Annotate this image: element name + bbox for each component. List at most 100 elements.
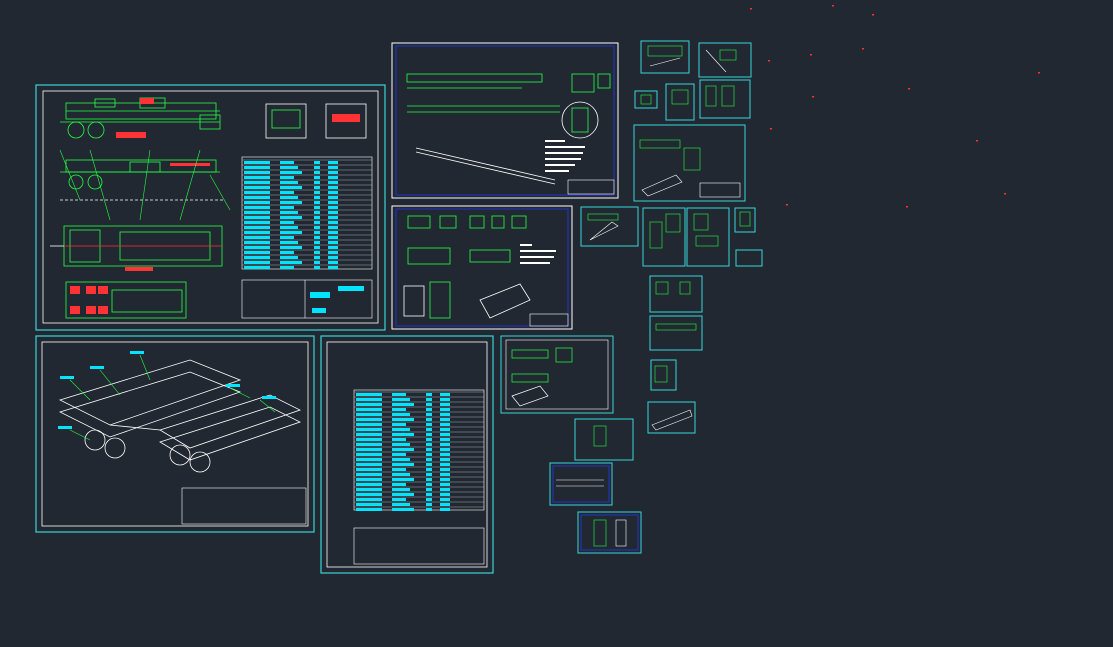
hatch-plan xyxy=(125,267,153,271)
bom-cell xyxy=(244,216,270,219)
bom-cell xyxy=(440,453,450,456)
bom-cell xyxy=(280,206,294,209)
bom-cell xyxy=(426,418,432,421)
title-block xyxy=(567,179,615,195)
bom-cell xyxy=(426,468,432,471)
bom-cell xyxy=(426,458,432,461)
bom-cell xyxy=(328,181,338,184)
bom-cell xyxy=(440,503,450,506)
bom-cell xyxy=(280,201,302,204)
bom-cell xyxy=(280,261,302,264)
bom-cell xyxy=(314,191,320,194)
bom-cell xyxy=(314,161,320,164)
bom-cell xyxy=(440,488,450,491)
bom-cell xyxy=(440,423,450,426)
bom-cell xyxy=(244,231,270,234)
bom-cell xyxy=(244,201,270,204)
bom-cell xyxy=(280,266,294,269)
stray-mark xyxy=(872,14,874,16)
bom-cell xyxy=(392,443,410,446)
side-elevation-mid xyxy=(60,159,225,201)
bom-cell xyxy=(314,166,320,169)
title-block xyxy=(529,313,569,327)
bom-cell xyxy=(426,398,432,401)
sheet-bracket-details[interactable] xyxy=(391,205,573,330)
sheet-small-parts-cluster[interactable] xyxy=(549,40,763,554)
bom-cell xyxy=(356,473,382,476)
bom-cell xyxy=(392,468,406,471)
end-view-right xyxy=(325,103,367,139)
bom-cell xyxy=(440,458,450,461)
isometric-callouts xyxy=(69,354,276,441)
bom-cell xyxy=(392,448,414,451)
bom-cell xyxy=(426,443,432,446)
bom-cell xyxy=(392,488,410,491)
bom-cell xyxy=(244,176,270,179)
hatch-axle-top xyxy=(116,132,146,138)
bom-cell xyxy=(280,231,302,234)
bom-cell xyxy=(426,428,432,431)
stray-mark xyxy=(812,96,814,98)
bom-cell xyxy=(392,423,406,426)
bom-cell xyxy=(426,483,432,486)
bom-cell xyxy=(328,256,338,259)
bom-cell xyxy=(280,256,298,259)
bom-cell xyxy=(328,166,338,169)
bom-cell xyxy=(426,438,432,441)
sheet-frame-side-beam[interactable] xyxy=(391,42,619,199)
bom-cell xyxy=(356,393,382,396)
bom-cell xyxy=(426,493,432,496)
bom-cell xyxy=(392,503,410,506)
bom-cell xyxy=(440,433,450,436)
sheet-crossmember-detail[interactable] xyxy=(500,335,614,414)
bom-rows xyxy=(354,391,484,511)
bom-cell xyxy=(426,453,432,456)
bom-cell xyxy=(426,413,432,416)
bom-cell xyxy=(356,408,382,411)
bom-cell xyxy=(440,408,450,411)
sheet-parts-list[interactable] xyxy=(320,335,494,574)
bom-cell xyxy=(392,483,406,486)
bom-cell xyxy=(426,393,432,396)
bom-cell xyxy=(392,458,410,461)
bom-cell xyxy=(392,493,414,496)
bom-cell xyxy=(392,408,406,411)
plan-view xyxy=(50,225,223,267)
bom-cell xyxy=(244,251,270,254)
bom-cell xyxy=(356,453,382,456)
bom-cell xyxy=(426,488,432,491)
bom-cell xyxy=(440,473,450,476)
bom-cell xyxy=(244,261,270,264)
bom-cell xyxy=(314,171,320,174)
wheels-bottom-view xyxy=(70,286,108,314)
bom-cell xyxy=(392,463,414,466)
bom-cell xyxy=(244,241,270,244)
bom-cell xyxy=(314,211,320,214)
bom-cell xyxy=(440,493,450,496)
bom-cell xyxy=(280,236,294,239)
bom-cell xyxy=(440,443,450,446)
bom-cell xyxy=(244,236,270,239)
bom-cell xyxy=(244,166,270,169)
bom-cell xyxy=(328,201,338,204)
bom-cell xyxy=(328,186,338,189)
bom-cell xyxy=(280,196,298,199)
stray-mark xyxy=(810,54,812,56)
bom-cell xyxy=(328,246,338,249)
bom-cell xyxy=(426,403,432,406)
bom-cell xyxy=(440,448,450,451)
stray-mark xyxy=(786,204,788,206)
bom-cell xyxy=(280,211,298,214)
bom-cell xyxy=(440,428,450,431)
bom-cell xyxy=(356,403,382,406)
bom-cell xyxy=(328,211,338,214)
bom-cell xyxy=(244,226,270,229)
sheet-isometric-view[interactable] xyxy=(35,335,315,533)
bom-cell xyxy=(280,251,294,254)
bom-cell xyxy=(356,418,382,421)
sheet-general-assembly[interactable] xyxy=(35,84,386,331)
title-block xyxy=(353,527,485,565)
bom-cell xyxy=(328,266,338,269)
